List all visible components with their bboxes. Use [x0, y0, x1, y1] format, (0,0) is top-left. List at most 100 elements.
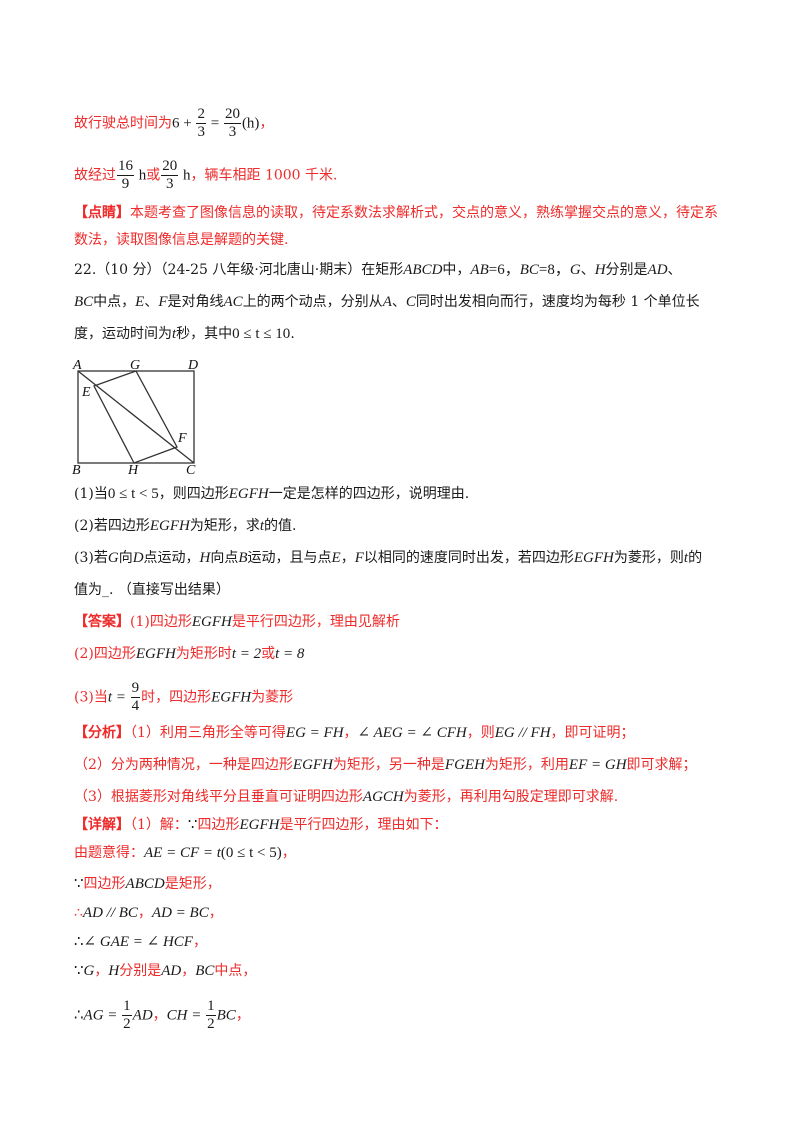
math: E — [331, 550, 341, 566]
dianjing-label: 【点睛】 — [74, 205, 130, 221]
math: BC — [519, 262, 539, 278]
text: ，辆车相距 1000 千米. — [190, 167, 338, 184]
text: 为矩形，另一种是 — [332, 757, 445, 773]
denominator: 3 — [228, 124, 237, 140]
text: 本题考查了图像信息的读取，待定系数法求解析式，交点的意义，熟练掌握交点的意义，待… — [130, 205, 718, 221]
math: H — [108, 963, 120, 979]
text: (1)四边形 — [130, 614, 192, 630]
question-3: (3)若G向D点运动，H向点B运动，且与点E，F以相同的速度同时出发，若四边形E… — [74, 548, 702, 568]
numerator: 16 — [117, 158, 134, 176]
numerator: 9 — [130, 680, 141, 698]
math: ∠ GAE = ∠ HCF — [83, 934, 193, 950]
math: EG // FH — [494, 725, 551, 741]
text: (1)当 — [74, 486, 108, 502]
math: (h) — [241, 115, 260, 132]
text: 向点 — [210, 550, 239, 566]
text: 为矩形，求 — [189, 518, 260, 534]
analysis-1: 【分析】（1）利用三角形全等可得EG = FH，∠ AEG = ∠ CFH，则E… — [74, 723, 635, 743]
text: 点运动， — [143, 550, 200, 566]
label-E: E — [81, 385, 91, 400]
math: t — [172, 326, 177, 342]
math: = — [206, 115, 223, 132]
math: H — [199, 550, 211, 566]
math: 0 ≤ t < 5 — [107, 486, 159, 502]
text: （1）利用三角形全等可得 — [130, 725, 286, 741]
math: BC — [216, 1007, 236, 1024]
math: AGCH — [362, 789, 404, 805]
numerator: 20 — [161, 158, 179, 176]
problem-number: 22. — [74, 262, 97, 278]
text: 数法，读取图像信息是解题的关键. — [74, 232, 289, 248]
math: BC — [74, 294, 94, 310]
text: 上的两个动点，分别从 — [242, 294, 383, 310]
math: G — [83, 963, 95, 979]
label-C: C — [186, 463, 196, 476]
math: EGFH — [149, 518, 190, 534]
math: G — [107, 550, 119, 566]
therefore-symbol: ∴ — [74, 1007, 84, 1024]
text: (3)当 — [74, 689, 108, 706]
text: ，则 — [466, 725, 495, 741]
math: AB — [470, 262, 489, 278]
text: 故行驶总时间为 — [74, 115, 172, 132]
math: ABCD — [403, 262, 443, 278]
text: 的 — [688, 550, 703, 566]
math: EGFH — [135, 646, 176, 662]
text: ， — [281, 845, 296, 861]
problem-line-1: 22.（10 分）（24-25 八年级·河北唐山·期末）在矩形ABCD中，AB=… — [74, 260, 682, 280]
question-2: (2)若四边形EGFH为矩形，求t的值. — [74, 516, 296, 536]
math: (0 ≤ t < 5) — [220, 845, 282, 861]
text: 为菱形，则 — [613, 550, 684, 566]
math: EGFH — [191, 614, 232, 630]
text: 同时出发相向而行，速度均为每秒 1 个单位长 — [415, 294, 700, 310]
text: 为菱形 — [251, 689, 294, 706]
text: 以相同的速度同时出发，若四边形 — [363, 550, 574, 566]
label-A: A — [72, 358, 82, 373]
text: (2)若四边形 — [74, 518, 150, 534]
math: 0 ≤ t ≤ 10 — [232, 326, 291, 342]
text: 由题意得： — [74, 845, 144, 861]
math: F — [354, 550, 364, 566]
numerator: 1 — [206, 998, 216, 1016]
text: 故经过 — [74, 167, 116, 184]
detail-5: ∴∠ GAE = ∠ HCF， — [74, 932, 207, 952]
text: 分别是 — [605, 262, 648, 278]
therefore-symbol: ∴ — [74, 905, 83, 921]
detail-2: 由题意得：AE = CF = t(0 ≤ t < 5)， — [74, 843, 296, 863]
analysis-label: 【分析】 — [74, 725, 130, 741]
text: 或 — [261, 646, 276, 662]
math: EGFH — [573, 550, 614, 566]
math: h — [179, 167, 191, 184]
text: . — [290, 326, 295, 342]
text: 为矩形时 — [175, 646, 232, 662]
math: AD // BC — [82, 905, 138, 921]
question-3-line-2: 值为_. （直接写出结果） — [74, 580, 230, 600]
math: t — [259, 518, 265, 534]
denominator: 2 — [207, 1016, 215, 1032]
math: F — [158, 294, 168, 310]
text: 为矩形，利用 — [484, 757, 569, 773]
denominator: 9 — [121, 176, 130, 192]
math: AE = CF = t — [144, 845, 221, 861]
text: 秒，其中 — [176, 326, 233, 342]
problem-line-2: BC中点，E、F是对角线AC上的两个动点，分别从A、C同时出发相向而行，速度均为… — [74, 292, 700, 312]
math: EF = GH — [568, 757, 627, 773]
numerator: 20 — [223, 106, 241, 124]
answer-2: (2)四边形EGFH为矩形时t = 2或t = 8 — [74, 644, 304, 664]
because-symbol: ∵ — [187, 817, 198, 833]
question-1: (1)当0 ≤ t < 5，则四边形EGFH一定是怎样的四边形，说明理由. — [74, 484, 469, 504]
text: 、 — [144, 294, 159, 310]
denominator: 4 — [131, 698, 140, 714]
math: E — [135, 294, 145, 310]
math: EGFH — [211, 689, 252, 706]
text: （3）根据菱形对角线平分且垂直可证明四边形 — [74, 789, 363, 805]
math: H — [594, 262, 606, 278]
math: h — [135, 167, 147, 184]
text: （2）分为两种情况，一种是四边形 — [74, 757, 293, 773]
problem-source: （24-25 八年级·河北唐山·期末） — [160, 262, 362, 278]
